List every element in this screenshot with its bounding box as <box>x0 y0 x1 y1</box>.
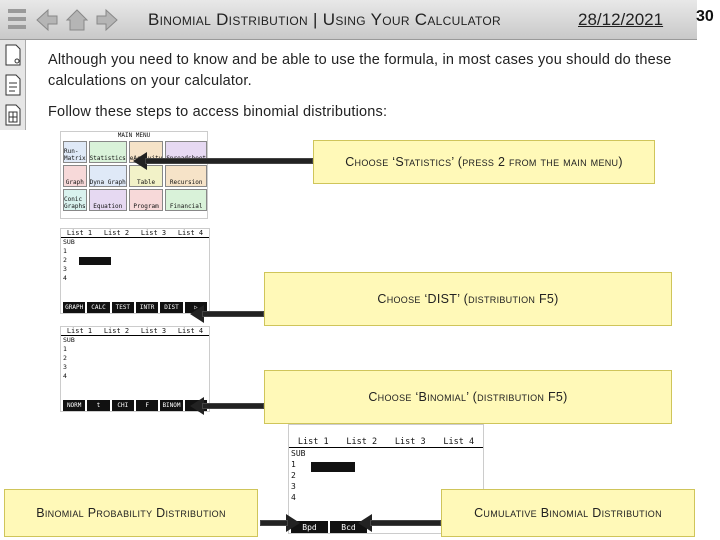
calc-list-header: List 1 List 2 List 3 List 4 <box>61 327 209 336</box>
fn-key: CHI <box>111 400 134 411</box>
calc-menu-item: Conic Graphs <box>63 189 87 211</box>
calc-list-header: List 1 List 2 List 3 List 4 <box>61 229 209 238</box>
fn-key: NORM <box>63 400 86 411</box>
calc-cursor-cell <box>311 462 355 472</box>
calc-menu-grid: Run-MatrixStatisticseActivitySpreadsheet… <box>61 139 207 213</box>
calc-row-labels: SUB 1 2 3 4 <box>63 238 75 282</box>
header-bar: Binomial Distribution | Using Your Calcu… <box>0 0 697 40</box>
calc-cursor-cell <box>79 257 111 265</box>
sidebar <box>0 40 26 130</box>
fn-key-bpd: Bpd <box>291 521 328 533</box>
page-date: 28/12/2021 <box>578 10 664 29</box>
calc-fn-bar-3: Bpd Bcd <box>289 521 369 533</box>
calc-list-header: List 1 List 2 List 3 List 4 <box>289 437 483 448</box>
fn-key-bcd: Bcd <box>330 521 367 533</box>
calc-list-screen-2: List 1 List 2 List 3 List 4 SUB 1 2 3 4 … <box>60 326 210 412</box>
fn-key: INTR <box>135 302 159 313</box>
calc-menu-title: MAIN MENU <box>117 132 151 139</box>
callout-probability: Binomial Probability Distribution <box>4 489 258 537</box>
fn-key-dist: DIST <box>160 302 183 313</box>
nav-list-icon[interactable] <box>2 4 32 36</box>
fn-key: t <box>87 400 110 411</box>
fn-key: CALC <box>87 302 110 313</box>
calc-row-labels: SUB 1 2 3 4 <box>291 449 306 502</box>
intro-paragraph: Although you need to know and be able to… <box>48 52 672 89</box>
page-number: 30 <box>696 8 714 25</box>
page-title: Binomial Distribution | Using Your Calcu… <box>148 10 501 29</box>
calc-menu-item: Dyna Graph <box>88 165 127 187</box>
calc-list-screen-1: List 1 List 2 List 3 List 4 SUB 1 2 3 4 … <box>60 228 210 314</box>
fn-key-binom: BINOM <box>160 400 183 411</box>
arrow-binomial <box>190 397 264 415</box>
document-icon[interactable] <box>4 44 22 66</box>
notes-icon[interactable] <box>4 74 22 96</box>
calc-main-menu-screen: MAIN MENU Run-MatrixStatisticseActivityS… <box>60 131 208 219</box>
calculator-icon[interactable] <box>4 104 22 126</box>
forward-icon[interactable] <box>92 4 122 36</box>
calc-fn-bar-1: GRAPH CALC TEST INTR DIST ▷ <box>61 302 209 313</box>
calc-fn-bar-2: NORM t CHI F BINOM ▷ <box>61 400 209 411</box>
callout-binomial: Choose ‘Binomial’ (distribution F5) <box>264 370 672 424</box>
callout-cumulative: Cumulative Binomial Distribution <box>441 489 695 537</box>
back-icon[interactable] <box>32 4 62 36</box>
calc-menu-item: Program <box>128 189 164 211</box>
calc-menu-item: Financial <box>165 189 207 211</box>
calc-menu-item: Statistics <box>88 141 127 163</box>
fn-key: GRAPH <box>63 302 86 313</box>
arrow-probability <box>260 514 300 532</box>
calc-menu-item: Recursion <box>165 165 207 187</box>
calc-row-labels: SUB 1 2 3 4 <box>63 336 75 380</box>
home-icon[interactable] <box>62 4 92 36</box>
arrow-cumulative <box>358 514 441 532</box>
arrow-statistics <box>133 152 313 170</box>
callout-dist: Choose ‘DIST’ (distribution F5) <box>264 272 672 326</box>
calc-menu-item: Run-Matrix <box>63 141 87 163</box>
fn-key: F <box>135 400 159 411</box>
calc-menu-item: Graph <box>63 165 87 187</box>
calc-menu-item: Equation <box>88 189 127 211</box>
steps-intro: Follow these steps to access binomial di… <box>48 104 388 120</box>
callout-statistics: Choose ‘Statistics’ (press 2 from the ma… <box>313 140 655 184</box>
arrow-dist <box>190 305 264 323</box>
fn-key: TEST <box>111 302 134 313</box>
